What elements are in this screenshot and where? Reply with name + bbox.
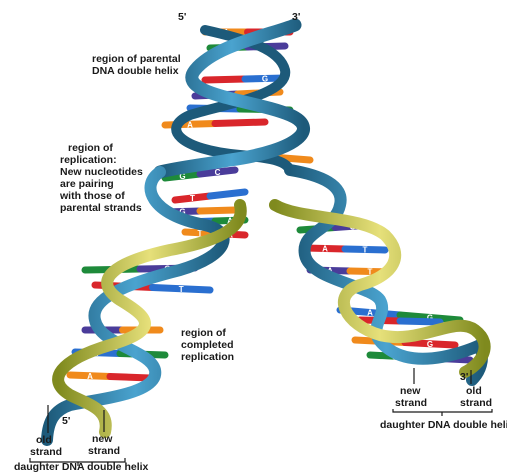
replication-label-1: region of	[68, 142, 113, 154]
replication-label-3: New nucleotides	[60, 166, 143, 178]
base-bar	[205, 79, 245, 80]
base-letter: G	[427, 340, 433, 349]
base-letter: C	[215, 168, 221, 177]
left-new-strand-label-1: new	[92, 433, 113, 445]
left-old-strand-label-1: old	[36, 434, 52, 446]
base-letter: T	[179, 285, 184, 294]
left-daughter-label: daughter DNA double helix	[14, 461, 149, 473]
base-bar	[215, 122, 265, 124]
left-old-strand-label-2: strand	[30, 446, 62, 458]
parental-region-label-2: DNA double helix	[92, 65, 179, 77]
replication-label-4: are pairing	[60, 178, 114, 190]
left-new-strand	[58, 205, 241, 432]
base-letter: A	[322, 245, 328, 254]
parental-region-label-1: region of parental	[92, 53, 181, 65]
top-3prime-label: 3'	[292, 11, 300, 23]
right-new-strand-label-2: strand	[395, 397, 427, 409]
right-daughter-label: daughter DNA double heli	[380, 419, 507, 431]
base-bar	[200, 210, 235, 211]
right-new-strand-label-1: new	[400, 385, 421, 397]
base-letter: G	[262, 75, 268, 84]
base-bar	[210, 192, 245, 196]
base-letter: T	[190, 194, 195, 203]
right-daughter-bracket	[393, 409, 492, 416]
base-bar	[400, 321, 440, 322]
base-letter: A	[367, 309, 373, 318]
right-3prime-label: 3'	[460, 371, 468, 383]
replication-label-5: with those of	[59, 190, 125, 202]
right-old-strand-label-2: strand	[460, 397, 492, 409]
left-new-strand-label-2: strand	[88, 445, 120, 457]
completed-label-1: region of	[181, 327, 226, 339]
right-old-strand-label-1: old	[466, 385, 482, 397]
right-daughter-helix	[275, 170, 485, 380]
top-5prime-label: 5'	[178, 11, 186, 23]
left-5prime-label: 5'	[62, 415, 70, 427]
base-letter: A	[187, 120, 193, 129]
replication-label-6: parental strands	[60, 202, 142, 214]
base-letter: A	[87, 372, 93, 381]
base-letter: T	[363, 246, 368, 255]
replication-label-2: replication:	[60, 154, 117, 166]
completed-label-3: replication	[181, 351, 234, 363]
completed-label-2: completed	[181, 339, 234, 351]
base-bar	[110, 377, 150, 379]
